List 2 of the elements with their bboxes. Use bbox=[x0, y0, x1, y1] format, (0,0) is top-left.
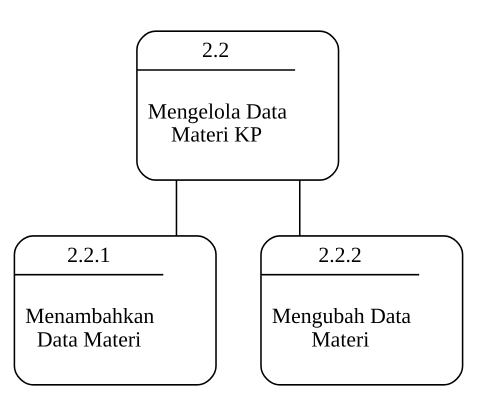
connector bbox=[298, 180, 301, 236]
connector bbox=[176, 180, 178, 236]
